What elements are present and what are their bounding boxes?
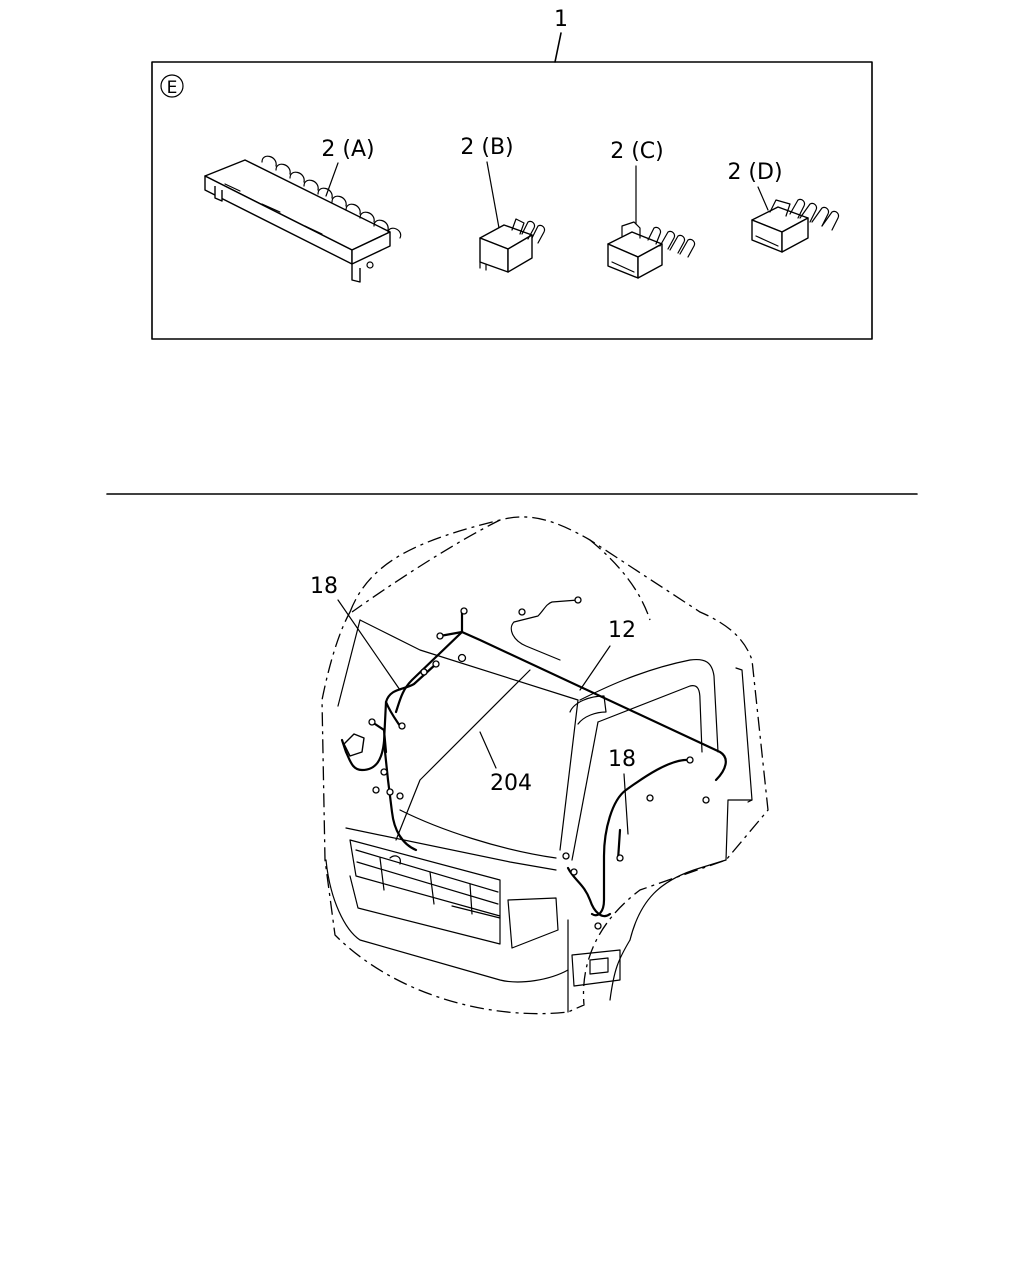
leader-2b — [486, 161, 500, 229]
svg-text:E: E — [167, 78, 178, 98]
cab-illustration: 18 12 204 18 — [310, 516, 769, 1015]
view-marker-e: E — [160, 74, 184, 98]
roof-harness-12 — [394, 596, 727, 782]
leader-18-left — [337, 599, 401, 691]
leader-204-2 — [395, 669, 531, 841]
relay-2b — [479, 218, 546, 273]
leader-18-right — [623, 773, 629, 835]
callout-1: 1 — [554, 7, 568, 32]
relay-2d — [751, 198, 840, 253]
callout-2c: 2 (C) — [610, 139, 664, 164]
callout-2d: 2 (D) — [727, 160, 782, 185]
leader-1 — [554, 32, 562, 63]
callout-2a: 2 (A) — [321, 137, 374, 162]
relay-kit-panel: 1 E 2 (A) — [151, 7, 873, 340]
right-harness-18 — [562, 756, 710, 930]
leader-2a — [325, 162, 339, 197]
front-grille — [349, 839, 501, 945]
leader-204 — [479, 731, 497, 769]
leader-12 — [579, 645, 611, 691]
kit-frame — [151, 61, 873, 340]
left-harness-18 — [340, 660, 440, 852]
leader-2d — [757, 186, 769, 211]
relay-block-2a — [204, 155, 402, 283]
relay-2c — [607, 221, 696, 279]
callout-18-right: 18 — [608, 747, 636, 772]
callout-18-left: 18 — [310, 574, 338, 599]
callout-204: 204 — [490, 771, 532, 796]
callout-2b: 2 (B) — [460, 135, 513, 160]
callout-12: 12 — [608, 618, 636, 643]
